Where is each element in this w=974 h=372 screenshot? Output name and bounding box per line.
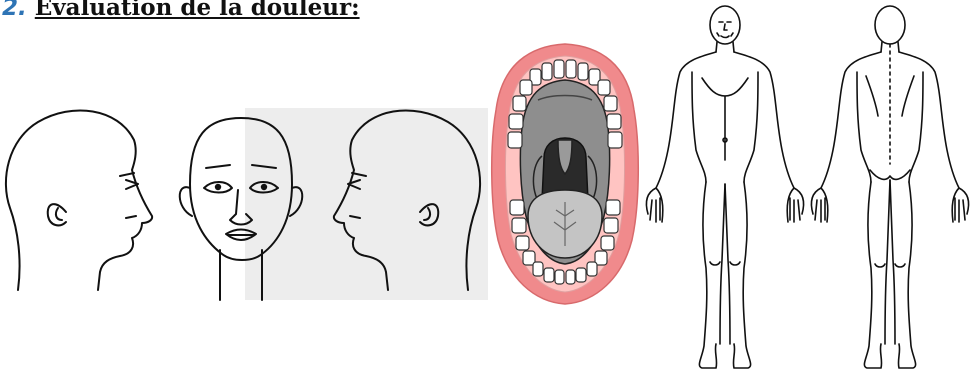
body-front — [646, 6, 803, 368]
section-title: Evaluation de la douleur: — [35, 0, 360, 21]
body-views-figure — [640, 0, 974, 372]
mouth-figure — [490, 40, 640, 308]
open-mouth — [492, 44, 639, 304]
head-profile-right — [6, 110, 152, 290]
body-back — [811, 6, 968, 368]
section-heading: 2. Evaluation de la douleur: — [2, 0, 360, 22]
head-views-figure — [0, 100, 492, 302]
section-number: 2. — [2, 0, 27, 21]
